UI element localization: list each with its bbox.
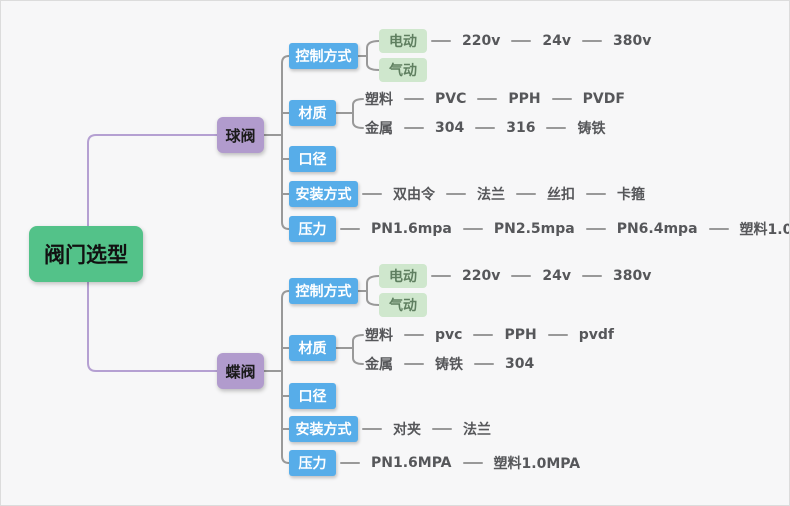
leaf-220v[interactable]: 220v	[462, 33, 501, 49]
leaf-pn16[interactable]: PN1.6MPA	[371, 455, 452, 471]
leaf-pn25[interactable]: PN2.5mpa	[493, 221, 575, 237]
node-root-valve-selection[interactable]: 阀门选型	[29, 226, 143, 282]
connector-dash	[708, 228, 729, 230]
connector-dash	[431, 275, 451, 277]
leaf-220v[interactable]: 220v	[462, 268, 501, 284]
leaf-304[interactable]: 304	[505, 356, 535, 372]
leaf-plastic-10mpa[interactable]: 塑料1.0MPA	[493, 456, 581, 472]
connector-dash	[547, 334, 568, 336]
node-butterfly-valve[interactable]: 蝶阀	[217, 353, 264, 389]
node-bfly-pneumatic[interactable]: 气动	[379, 293, 427, 317]
connector-dash	[446, 193, 466, 195]
node-bfly-material[interactable]: 材质	[289, 335, 336, 361]
node-ball-electric[interactable]: 电动	[379, 29, 427, 53]
root-connector-lines	[87, 134, 218, 372]
leaf-metal[interactable]: 金属	[365, 121, 393, 137]
node-ball-install-method[interactable]: 安装方式	[289, 181, 358, 207]
connector-dash	[551, 98, 572, 100]
leaf-pn16[interactable]: PN1.6mpa	[371, 221, 452, 237]
connector-dash	[340, 462, 360, 464]
node-ball-control-mode[interactable]: 控制方式	[289, 43, 358, 69]
bfly-metal-row: 金属 铸铁 304	[365, 354, 534, 374]
connector-dash	[404, 334, 424, 336]
leaf-double-union[interactable]: 双由令	[393, 187, 435, 203]
connector-dash	[362, 193, 382, 195]
connector-dash	[586, 193, 606, 195]
ball-electric-voltage-row: 220v 24v 380v	[431, 31, 651, 51]
bfly-plastic-row: 塑料 pvc PPH pvdf	[365, 325, 614, 345]
leaf-380v[interactable]: 380v	[612, 268, 652, 284]
leaf-metal[interactable]: 金属	[365, 357, 393, 373]
connector-dash	[511, 40, 532, 42]
ball-install-row: 双由令 法兰 丝扣 卡箍	[362, 184, 645, 204]
connector-dash	[475, 127, 496, 129]
node-bfly-diameter[interactable]: 口径	[289, 383, 336, 409]
connector-dash	[404, 98, 424, 100]
leaf-pph[interactable]: PPH	[508, 91, 541, 107]
leaf-threaded[interactable]: 丝扣	[547, 187, 575, 203]
leaf-plastic[interactable]: 塑料	[365, 328, 393, 344]
node-ball-material[interactable]: 材质	[289, 100, 336, 126]
leaf-24v[interactable]: 24v	[542, 268, 571, 284]
connector-dash	[581, 275, 602, 277]
connector-dash	[362, 428, 382, 430]
leaf-304[interactable]: 304	[435, 120, 465, 136]
connector-dash	[474, 363, 494, 365]
node-ball-diameter[interactable]: 口径	[289, 146, 336, 172]
connector-dash	[477, 98, 498, 100]
ball-plastic-row: 塑料 PVC PPH PVDF	[365, 89, 625, 109]
leaf-flange[interactable]: 法兰	[463, 422, 491, 438]
connector-dash	[516, 193, 536, 195]
connector-dash	[431, 40, 451, 42]
leaf-316[interactable]: 316	[506, 120, 536, 136]
bfly-install-row: 对夹 法兰	[362, 419, 491, 439]
leaf-24v[interactable]: 24v	[542, 33, 571, 49]
leaf-pvc[interactable]: PVC	[435, 91, 467, 107]
leaf-wafer[interactable]: 对夹	[393, 422, 421, 438]
bfly-electric-voltage-row: 220v 24v 380v	[431, 266, 651, 286]
leaf-pvdf[interactable]: pvdf	[578, 327, 614, 343]
ball-pressure-row: PN1.6mpa PN2.5mpa PN6.4mpa 塑料1.0MPA	[340, 219, 789, 239]
node-bfly-pressure[interactable]: 压力	[289, 450, 336, 476]
leaf-clamp[interactable]: 卡箍	[617, 187, 645, 203]
branch-connector-lines	[263, 40, 380, 464]
connector-dash	[404, 127, 424, 129]
leaf-pvdf[interactable]: PVDF	[582, 91, 625, 107]
connector-dash	[546, 127, 567, 129]
connector-dash	[462, 228, 483, 230]
node-ball-pneumatic[interactable]: 气动	[379, 58, 427, 82]
node-bfly-install-method[interactable]: 安装方式	[289, 416, 358, 442]
connector-dash	[585, 228, 606, 230]
leaf-plastic-10mpa[interactable]: 塑料1.0MPA	[739, 222, 789, 238]
leaf-cast-iron[interactable]: 铸铁	[435, 357, 463, 373]
connector-dash	[432, 428, 452, 430]
leaf-380v[interactable]: 380v	[612, 33, 652, 49]
node-bfly-electric[interactable]: 电动	[379, 264, 427, 288]
connector-dash	[473, 334, 494, 336]
leaf-pph[interactable]: PPH	[504, 327, 537, 343]
connector-dash	[404, 363, 424, 365]
connector-dash	[462, 462, 483, 464]
connector-dash	[340, 228, 360, 230]
connector-dash	[581, 40, 602, 42]
bfly-pressure-row: PN1.6MPA 塑料1.0MPA	[340, 453, 580, 473]
leaf-plastic[interactable]: 塑料	[365, 92, 393, 108]
connector-dash	[511, 275, 532, 277]
node-ball-valve[interactable]: 球阀	[217, 117, 264, 153]
leaf-flange[interactable]: 法兰	[477, 187, 505, 203]
ball-metal-row: 金属 304 316 铸铁	[365, 118, 605, 138]
leaf-pn64[interactable]: PN6.4mpa	[616, 221, 698, 237]
node-ball-pressure[interactable]: 压力	[289, 216, 336, 242]
leaf-cast-iron[interactable]: 铸铁	[577, 121, 606, 137]
node-bfly-control-mode[interactable]: 控制方式	[289, 278, 358, 304]
leaf-pvc[interactable]: pvc	[435, 327, 463, 343]
